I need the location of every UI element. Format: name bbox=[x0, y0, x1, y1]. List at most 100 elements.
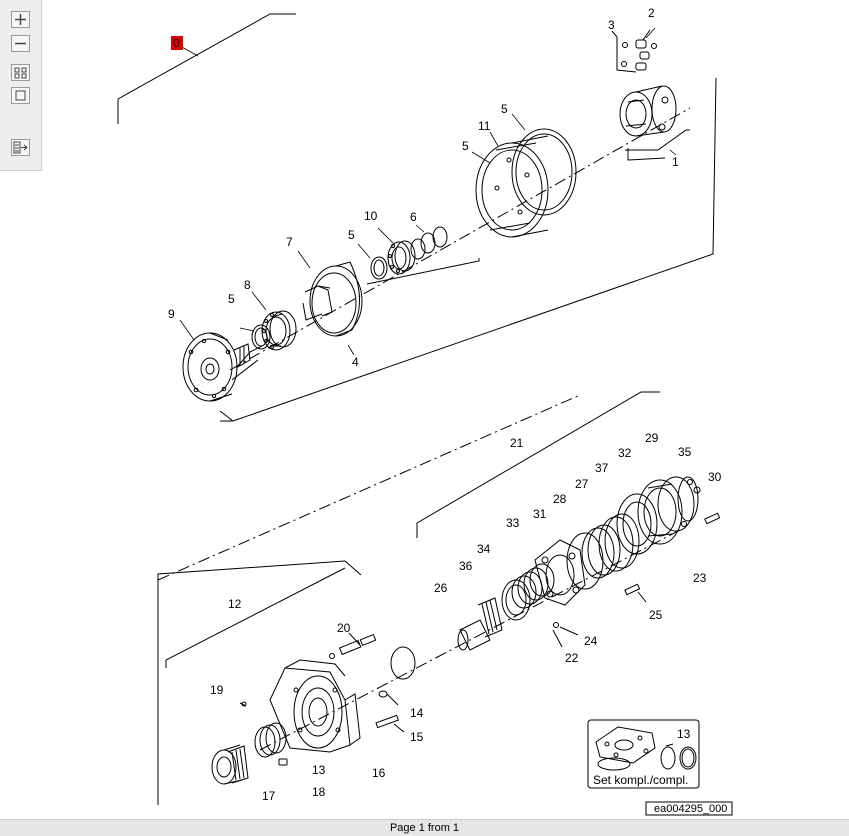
minus-icon bbox=[15, 42, 26, 45]
plus-icon bbox=[15, 14, 26, 25]
part-17-shaft bbox=[211, 744, 249, 785]
callout-33[interactable]: 33 bbox=[506, 516, 520, 530]
fit-page-button[interactable] bbox=[11, 64, 30, 81]
drawing-code-box bbox=[645, 801, 733, 816]
part-32-piston bbox=[637, 479, 683, 545]
callout-14[interactable]: 14 bbox=[410, 706, 424, 720]
part-10-bearing bbox=[387, 240, 416, 275]
callout-18[interactable]: 18 bbox=[312, 785, 326, 799]
part-19-plug bbox=[239, 701, 247, 707]
callout-labels: 0 1 2 3 4 5 5 5 5 6 7 8 9 10 11 12 13 14… bbox=[168, 6, 727, 815]
part-18-pin bbox=[278, 758, 288, 766]
sub-bracket-6 bbox=[366, 258, 480, 285]
actual-size-button[interactable] bbox=[11, 87, 30, 104]
callout-3[interactable]: 3 bbox=[608, 18, 615, 32]
part-5-seal-lower bbox=[251, 324, 271, 350]
assembly-bracket-12-left bbox=[157, 560, 362, 805]
part-33-port-plate bbox=[534, 539, 586, 606]
callout-37[interactable]: 37 bbox=[595, 461, 609, 475]
part-8-bearing bbox=[261, 310, 297, 351]
part-29-cover bbox=[657, 476, 699, 532]
callout-28[interactable]: 28 bbox=[553, 492, 567, 506]
part-30-bolt bbox=[704, 512, 721, 525]
callout-16[interactable]: 16 bbox=[372, 766, 386, 780]
callout-0[interactable]: 0 bbox=[173, 36, 180, 50]
part-27-ring bbox=[598, 513, 640, 572]
callout-23[interactable]: 23 bbox=[693, 571, 707, 585]
part-1-hub bbox=[619, 85, 677, 137]
callout-30[interactable]: 30 bbox=[708, 470, 722, 484]
callout-31[interactable]: 31 bbox=[533, 507, 547, 521]
o-ring bbox=[390, 646, 416, 680]
callout-17[interactable]: 17 bbox=[262, 789, 276, 803]
page-footer: Page 1 from 1 bbox=[0, 819, 849, 836]
zoom-out-button[interactable] bbox=[11, 35, 30, 52]
callout-2[interactable]: 2 bbox=[648, 6, 655, 20]
callout-29[interactable]: 29 bbox=[645, 431, 659, 445]
callout-13[interactable]: 13 bbox=[312, 763, 326, 777]
callout-35[interactable]: 35 bbox=[678, 445, 692, 459]
part-24-plug bbox=[553, 622, 579, 636]
callout-22[interactable]: 22 bbox=[565, 651, 579, 665]
callout-9[interactable]: 9 bbox=[168, 307, 175, 321]
part-5-seal-middle bbox=[370, 256, 388, 280]
exploded-parts-diagram: 0 1 2 3 4 5 5 5 5 6 7 8 9 10 11 12 13 14… bbox=[117, 6, 733, 816]
callout-5-middle[interactable]: 5 bbox=[348, 228, 355, 242]
callout-11[interactable]: 11 bbox=[478, 119, 491, 133]
leader-lines bbox=[179, 27, 677, 356]
assembly-bracket-4-tick bbox=[219, 410, 234, 422]
callout-0-highlight[interactable] bbox=[171, 36, 183, 50]
assembly-bracket-21 bbox=[416, 391, 660, 538]
callout-26[interactable]: 26 bbox=[434, 581, 448, 595]
callout-8[interactable]: 8 bbox=[244, 278, 251, 292]
center-axis-upper bbox=[229, 107, 691, 371]
callout-6[interactable]: 6 bbox=[410, 210, 417, 224]
part-35-screw bbox=[693, 486, 701, 494]
set-kit-caption: Set kompl./compl. bbox=[593, 773, 688, 787]
callout-25[interactable]: 25 bbox=[649, 608, 663, 622]
part-14-plug bbox=[378, 690, 399, 706]
assembly-bracket-12-top bbox=[165, 567, 346, 668]
assembly-bracket-4-right bbox=[232, 77, 717, 422]
grid-icon bbox=[14, 67, 27, 79]
set-kit-number[interactable]: 13 bbox=[677, 727, 691, 741]
part-25-bolt bbox=[624, 583, 647, 603]
panel-arrow-icon bbox=[13, 141, 28, 154]
callout-19[interactable]: 19 bbox=[210, 683, 224, 697]
part-11-ring-gear bbox=[475, 135, 549, 238]
part-15-bolt bbox=[375, 714, 405, 733]
callout-4[interactable]: 4 bbox=[352, 355, 359, 369]
zoom-in-button[interactable] bbox=[11, 11, 30, 28]
side-panel-button[interactable] bbox=[11, 139, 30, 156]
part-22-plug bbox=[552, 629, 563, 648]
callout-20[interactable]: 20 bbox=[337, 621, 351, 635]
part-16-motor-body bbox=[269, 659, 361, 753]
callout-7[interactable]: 7 bbox=[286, 235, 293, 249]
center-axis-lower bbox=[259, 529, 681, 751]
callout-24[interactable]: 24 bbox=[584, 634, 598, 648]
viewer-toolbar bbox=[0, 0, 42, 171]
part-36-ring bbox=[501, 579, 531, 621]
part-5-ring-upper bbox=[511, 128, 577, 216]
callout-34[interactable]: 34 bbox=[477, 542, 491, 556]
callout-27[interactable]: 27 bbox=[575, 477, 589, 491]
assembly-bracket-0 bbox=[117, 13, 296, 124]
part-6-rings bbox=[410, 226, 448, 260]
part-20-valve bbox=[329, 632, 377, 659]
callout-15[interactable]: 15 bbox=[410, 730, 424, 744]
callout-36[interactable]: 36 bbox=[459, 559, 473, 573]
part-2-fitting bbox=[635, 29, 657, 71]
seal-kit-box bbox=[587, 719, 700, 789]
page-indicator: Page 1 from 1 bbox=[389, 822, 460, 834]
callout-10[interactable]: 10 bbox=[364, 209, 378, 223]
callout-5-ring[interactable]: 5 bbox=[462, 139, 469, 153]
callout-32[interactable]: 32 bbox=[618, 446, 632, 460]
part-34-spring bbox=[511, 563, 555, 609]
callout-12[interactable]: 12 bbox=[228, 597, 242, 611]
callout-21[interactable]: 21 bbox=[510, 436, 524, 450]
callout-5-upper[interactable]: 5 bbox=[501, 102, 508, 116]
callout-5-lower[interactable]: 5 bbox=[228, 292, 235, 306]
drawing-code: ea004295_000 bbox=[654, 803, 727, 815]
callout-1[interactable]: 1 bbox=[672, 155, 679, 169]
